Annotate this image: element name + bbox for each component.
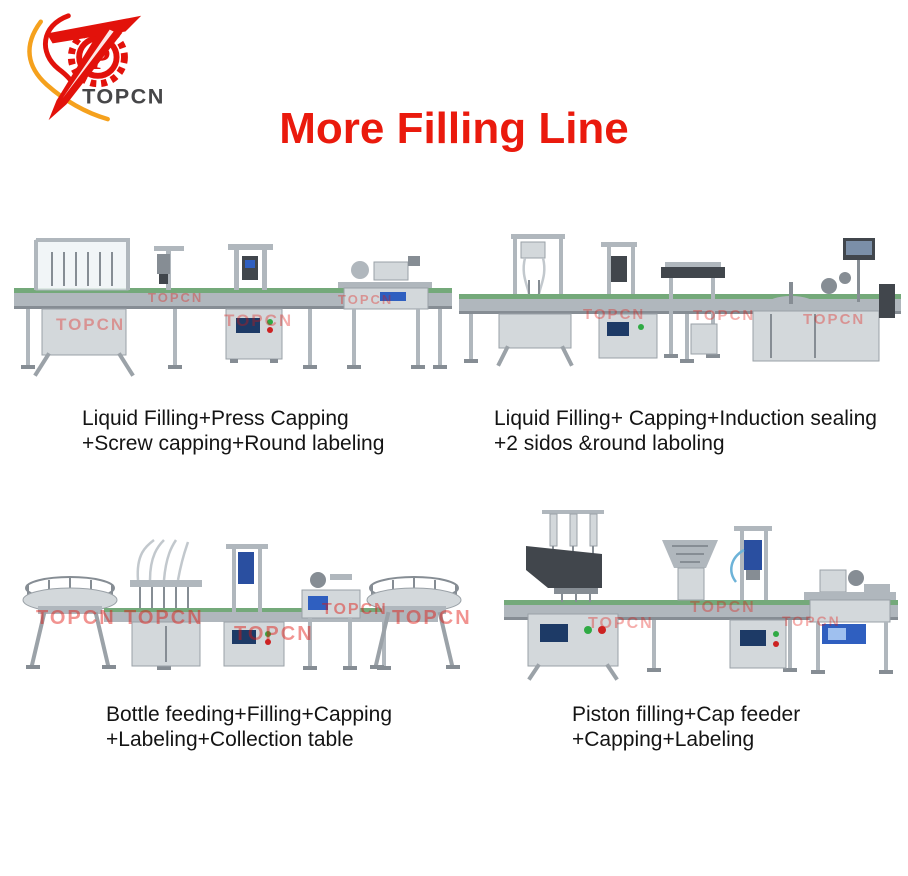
product-image-filling-line-4: TOPCN TOPCN TOPCN — [452, 506, 908, 682]
bottle-feeding-table — [22, 576, 118, 669]
press-capping-machine — [154, 246, 184, 290]
caption-line2: +Labeling+Collection table — [106, 728, 354, 751]
conveyor-legs — [21, 309, 447, 369]
cap-feeder — [662, 540, 718, 601]
logo-orange-swoosh — [27, 19, 110, 122]
caption-line1: Bottle feeding+Filling+Capping — [106, 703, 393, 726]
watermark-text: TOPCN — [56, 315, 125, 334]
caption-line1: Piston filling+Cap feeder — [572, 703, 801, 726]
product-image-filling-line-1: TOPCN TOPCN TOPCN TOPCN — [8, 226, 460, 378]
watermark-text: TOPCN — [583, 306, 645, 323]
watermark-text: TOPCN — [224, 311, 293, 330]
caption-filling-line-2: Liquid Filling+ Capping+Induction sealin… — [494, 406, 877, 456]
conveyor — [14, 288, 452, 369]
product-image-filling-line-3: TOPCN TOPCN TOPCN TOPCN TOPCN — [12, 530, 474, 682]
watermark-text: TOPCN — [588, 615, 654, 632]
logo-pen-stem — [48, 23, 123, 121]
caption-line2: +2 sidos &round laboling — [494, 432, 725, 455]
caption-filling-line-4: Piston filling+Cap feeder +Capping+Label… — [572, 702, 800, 752]
piston-filling-machine — [526, 510, 619, 681]
logo-ribbon — [46, 15, 142, 44]
collection-table — [366, 576, 462, 669]
watermark-text: TOPCN — [782, 613, 841, 629]
liquid-filling-machine — [130, 539, 202, 667]
screw-capping-machine — [225, 244, 283, 363]
hopper — [526, 546, 602, 588]
liquid-filling-machine — [33, 238, 135, 377]
brand-logo: P TOPCN — [10, 2, 170, 130]
product-image-filling-line-2: TOPCN TOPCN TOPCN — [455, 224, 905, 374]
caption-line1: Liquid Filling+Press Capping — [82, 407, 349, 430]
caption-filling-line-3: Bottle feeding+Filling+Capping +Labeling… — [106, 702, 392, 752]
capping-machine — [729, 526, 787, 669]
monitor — [843, 238, 875, 260]
watermark-text: TOPCN — [392, 607, 472, 629]
watermark-text: TOPCN — [803, 311, 865, 328]
caption-line1: Liquid Filling+ Capping+Induction sealin… — [494, 407, 877, 430]
labeling-machine — [752, 238, 895, 362]
caption-line2: +Capping+Labeling — [572, 728, 755, 751]
capping-machine — [223, 544, 285, 667]
caption-line2: +Screw capping+Round labeling — [82, 432, 385, 455]
capping-machine — [598, 242, 658, 359]
caption-filling-line-1: Liquid Filling+Press Capping +Screw capp… — [82, 406, 384, 456]
watermark-text: TOPCN — [693, 307, 755, 324]
liquid-filling-machine — [496, 234, 574, 367]
watermark-text: TOPCN — [338, 292, 393, 307]
induction-sealing-machine — [661, 262, 725, 358]
logo-pen-highlight — [62, 29, 114, 99]
brand-name-text: TOPCN — [82, 83, 165, 108]
round-labeling-machine — [338, 256, 432, 369]
labeling-machine — [804, 569, 896, 674]
page-title: More Filling Line — [279, 104, 629, 153]
watermark-text: TOPCN — [690, 599, 756, 616]
watermark-text: TOPCN — [124, 607, 204, 629]
labeling-machine — [301, 572, 361, 670]
watermark-text: TOPCN — [148, 290, 203, 305]
watermark-text: TOPCN — [234, 623, 314, 645]
brand-logo-graphic: P TOPCN — [27, 13, 165, 122]
watermark-text: TOPCN — [322, 601, 388, 618]
watermark-text: TOPCN — [36, 607, 116, 629]
